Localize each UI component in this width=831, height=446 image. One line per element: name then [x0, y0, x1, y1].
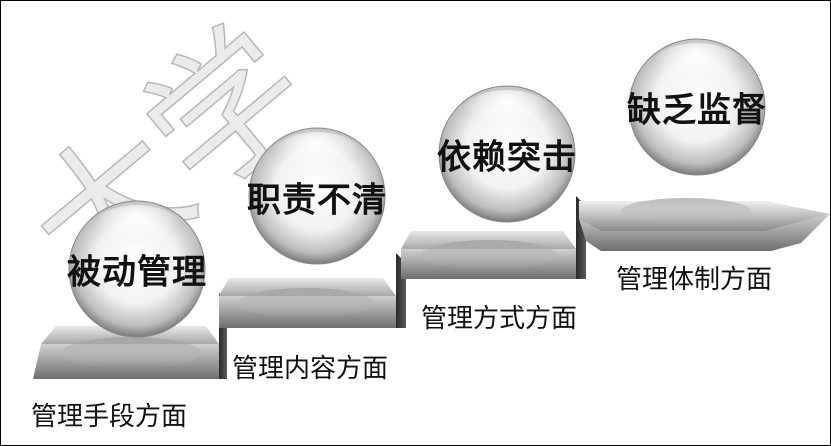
step-2-caption: 管理内容方面 — [232, 354, 389, 384]
step-1-caption: 管理手段方面 — [31, 402, 188, 432]
ball-3 — [438, 85, 576, 223]
ball-4 — [628, 38, 766, 176]
ball-2-label: 职责不清 — [247, 180, 387, 221]
ball-3-label: 依赖突击 — [437, 137, 577, 178]
ball-2 — [248, 127, 386, 265]
step-3-caption: 管理方式方面 — [421, 304, 578, 334]
ball-1 — [68, 200, 206, 338]
step-4-caption: 管理体制方面 — [616, 265, 773, 295]
ball-1-label: 被动管理 — [67, 252, 207, 293]
ball-4-label: 缺乏监督 — [627, 90, 767, 131]
